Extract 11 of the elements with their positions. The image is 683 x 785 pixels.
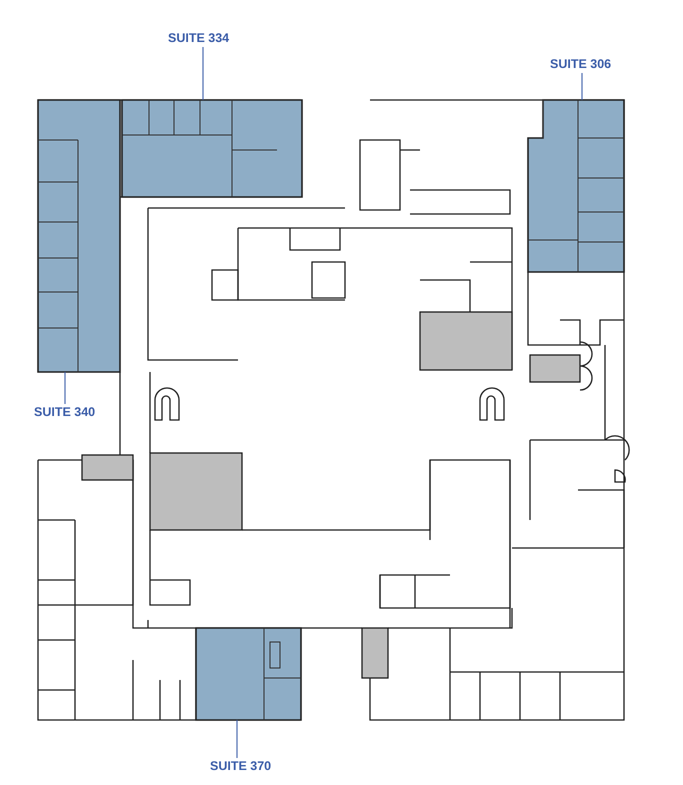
suite-label: SUITE 340 (34, 405, 96, 419)
suite-label: SUITE 334 (168, 31, 230, 45)
suite-area (122, 100, 300, 197)
suite-area (196, 628, 301, 720)
suite-label: SUITE 306 (550, 57, 612, 71)
suite-area (38, 100, 120, 372)
leader-line (202, 46, 204, 100)
suite-area (528, 100, 624, 272)
suite-label: SUITE 370 (210, 759, 272, 773)
leader-line (236, 720, 238, 758)
leader-line (64, 372, 66, 404)
